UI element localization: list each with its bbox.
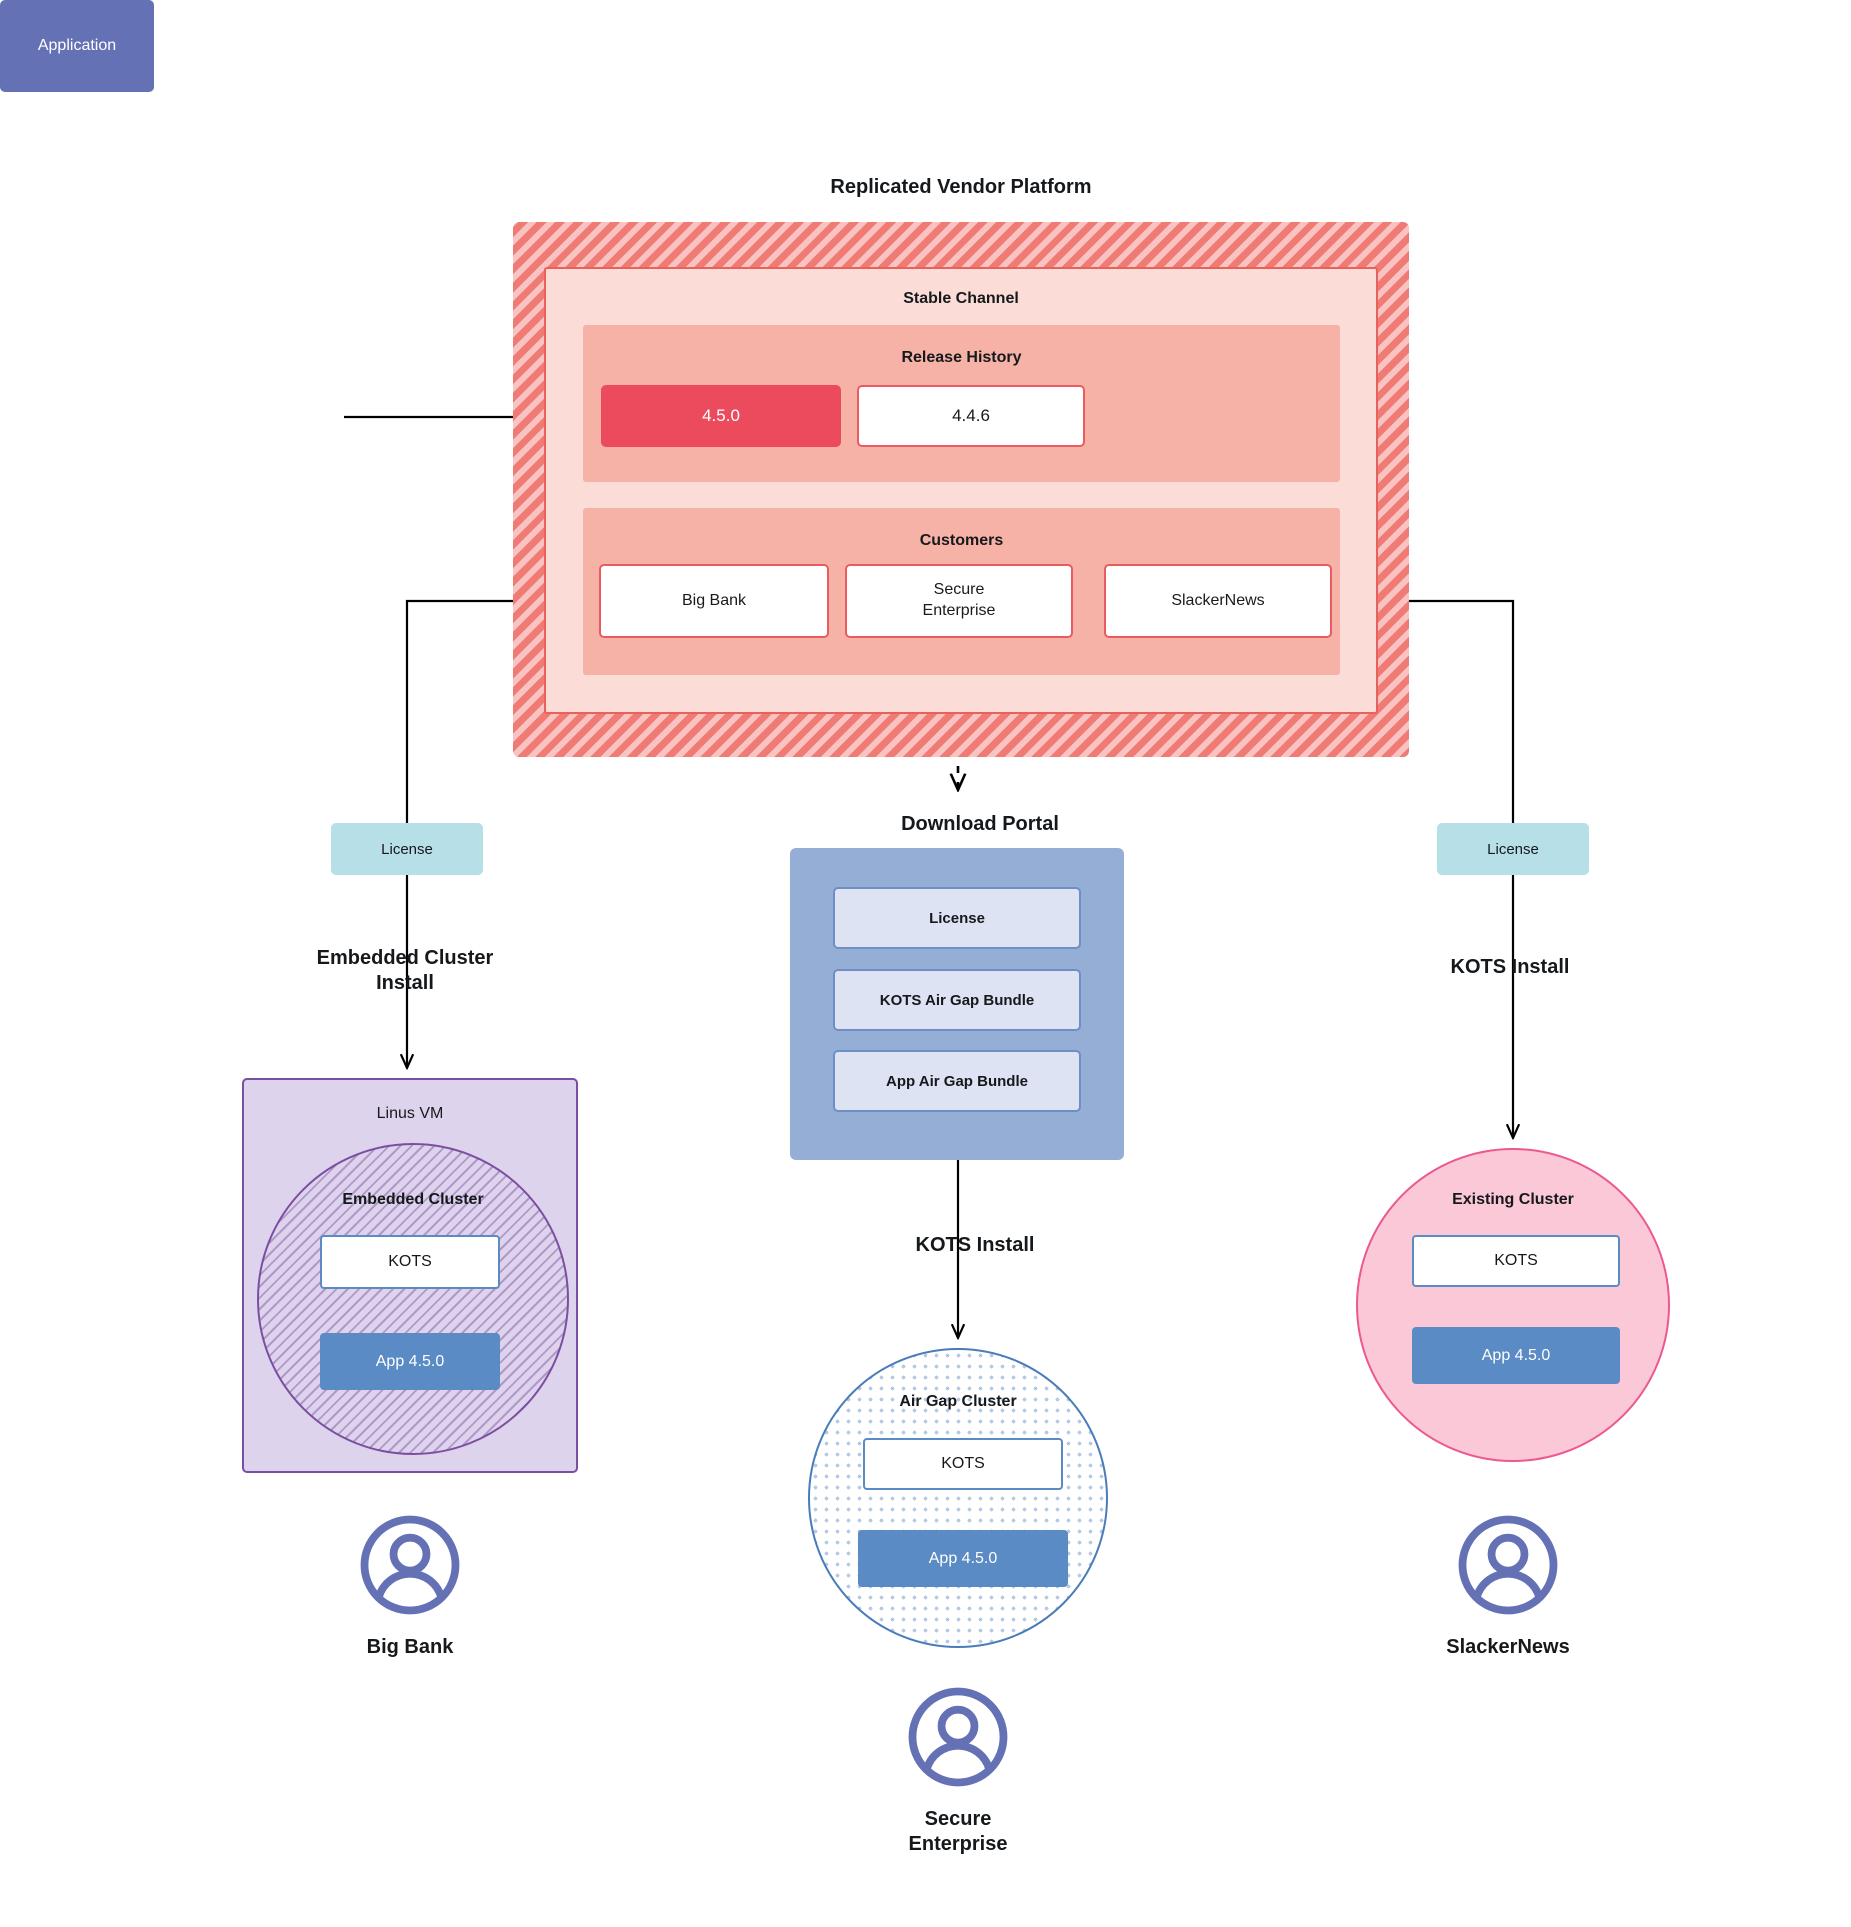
user-avatar-icon [1458,1515,1558,1615]
embedded-cluster-circle [257,1143,569,1455]
user-avatar-icon [908,1687,1008,1787]
customers-title: Customers [919,532,1004,549]
stable-channel-title: Stable Channel [903,290,1019,307]
license-chip-left[interactable]: License [331,823,483,875]
existing-cluster-title: Existing Cluster [1452,1191,1574,1208]
portal-item-app-air-gap-bundle[interactable]: App Air Gap Bundle [833,1050,1081,1112]
airgap-app-box[interactable]: App 4.5.0 [858,1530,1068,1587]
user-avatar-icon [360,1515,460,1615]
persona-big-bank: Big Bank [280,1513,540,1660]
persona-label: SlackerNews [1446,1636,1570,1658]
vm-app-box[interactable]: App 4.5.0 [320,1333,500,1390]
release-item-previous[interactable]: 4.4.6 [857,385,1085,447]
persona-label: Secure Enterprise [908,1808,1008,1855]
persona-label: Big Bank [366,1636,454,1658]
customer-big-bank[interactable]: Big Bank [599,564,829,638]
embedded-cluster-title: Embedded Cluster [342,1191,484,1208]
embedded-cluster-install-label: Embedded Cluster Install [316,947,494,994]
license-chip-right[interactable]: License [1437,823,1589,875]
customer-slackernews[interactable]: SlackerNews [1104,564,1332,638]
existing-app-box[interactable]: App 4.5.0 [1412,1327,1620,1384]
release-history-title: Release History [901,349,1022,366]
kots-install-label-right: KOTS Install [1450,956,1570,978]
portal-item-license[interactable]: License [833,887,1081,949]
kots-install-label-middle: KOTS Install [915,1234,1035,1256]
release-item-current[interactable]: 4.5.0 [601,385,841,447]
download-portal-title: Download Portal [901,813,1059,835]
existing-cluster-circle [1356,1148,1670,1462]
persona-slackernews: SlackerNews [1378,1513,1638,1660]
vm-kots-box[interactable]: KOTS [320,1235,500,1289]
customer-secure-enterprise[interactable]: Secure Enterprise [845,564,1073,638]
air-gap-cluster-circle [808,1348,1108,1648]
linux-vm-title: Linus VM [376,1105,444,1122]
existing-kots-box[interactable]: KOTS [1412,1235,1620,1287]
page-title: Replicated Vendor Platform [830,176,1092,198]
application-node[interactable]: Application [0,0,154,92]
airgap-kots-box[interactable]: KOTS [863,1438,1063,1490]
portal-item-kots-air-gap-bundle[interactable]: KOTS Air Gap Bundle [833,969,1081,1031]
persona-secure-enterprise: Secure Enterprise [828,1685,1088,1857]
air-gap-cluster-title: Air Gap Cluster [899,1393,1017,1410]
